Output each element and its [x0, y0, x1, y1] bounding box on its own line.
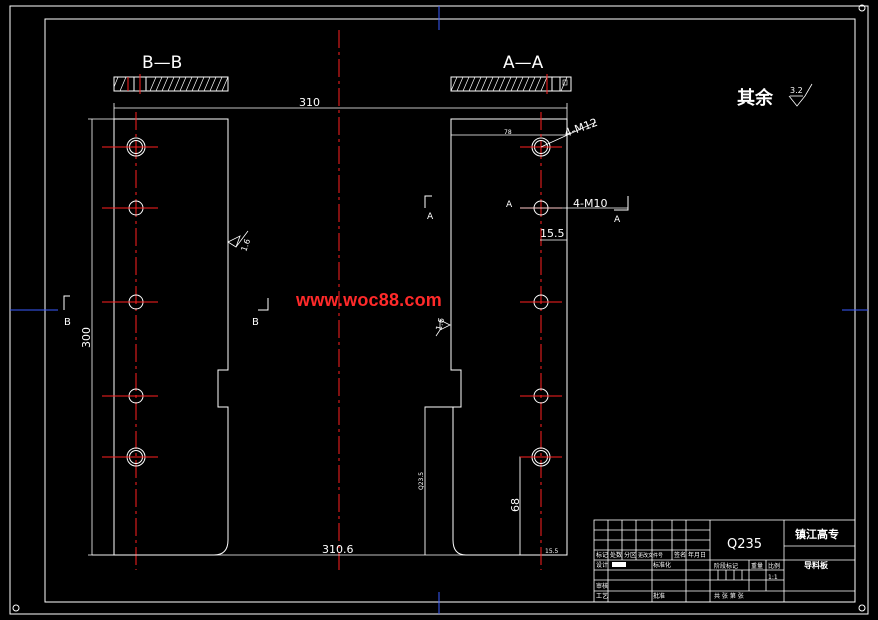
general-roughness-value: 3.2: [790, 86, 803, 95]
general-roughness-note: 其余 3.2: [737, 83, 813, 109]
dim-slot-height-label: 68: [509, 498, 522, 512]
b-marker-left: B: [63, 295, 71, 328]
title-row-4: 签名: [674, 551, 686, 559]
title-row-5: 年月日: [688, 551, 706, 559]
title-sheets: 共 张 第 张: [714, 592, 744, 600]
center-marks: [10, 6, 868, 614]
title-row-1: 处数: [610, 551, 622, 559]
dim-height: 300: [80, 118, 114, 556]
dim-bottom-width-label: 310.6: [322, 543, 354, 556]
title-design: 设计: [596, 561, 608, 569]
dim-top-width: 310: [113, 96, 568, 120]
corner-marks: [12, 4, 866, 612]
section-title-aa: A—A: [503, 53, 544, 73]
a-marker-inside-label: A: [506, 200, 513, 210]
title-row-2: 分区: [624, 551, 636, 559]
title-material: Q235: [727, 537, 762, 552]
dim-slot-height: 68 Q23.5: [418, 472, 522, 512]
title-weight: 重量: [751, 562, 763, 570]
callout-m10: 4-M10 15.5 15.5: [520, 197, 628, 555]
dim-offset-bottom-label: 15.5: [545, 548, 559, 555]
title-standardization: 标准化: [653, 561, 671, 569]
title-school: 镇江高专: [795, 527, 839, 541]
title-review: 审核: [596, 582, 608, 590]
title-scale-label: 比例: [768, 562, 780, 570]
roughness-symbol-left: 1.6: [227, 230, 252, 253]
dim-slot-small-label: Q23.5: [418, 472, 425, 490]
title-block: [593, 519, 856, 603]
dim-height-label: 300: [80, 327, 93, 348]
right-slot: [424, 406, 453, 555]
section-strip-aa: [450, 74, 572, 94]
watermark: www.woc88.com: [296, 290, 442, 310]
section-strip-bb: [113, 74, 229, 94]
b-marker-left-label: B: [64, 317, 71, 328]
callout-m10-label: 4-M10: [573, 197, 607, 210]
dim-top-width-label: 310: [299, 96, 320, 109]
left-part-outline: [113, 118, 229, 556]
title-part-name: 导料板: [804, 560, 829, 570]
callout-m12-label: 4-M12: [563, 116, 600, 140]
title-process: 工艺: [596, 592, 608, 600]
dim-bottom-width: 310.6: [92, 543, 567, 556]
roughness-right-value: 1.6: [434, 317, 446, 332]
title-row-0: 标记: [596, 551, 608, 559]
section-title-bb: B—B: [142, 53, 182, 73]
title-scale: 1:1: [768, 574, 778, 581]
a-marker-left: A A: [424, 195, 513, 222]
b-marker-right: B: [252, 298, 269, 328]
left-hole-centerlines: [102, 146, 158, 458]
callout-m12: 4-M12 78: [504, 116, 600, 148]
a-marker-left-label: A: [427, 212, 434, 222]
dim-offset-mid-label: 15.5: [540, 227, 565, 240]
title-row-3: 更改文件号: [638, 552, 663, 559]
right-part-outline: [450, 118, 568, 556]
general-roughness-label: 其余: [737, 87, 774, 109]
roughness-left-value: 1.6: [239, 238, 252, 253]
right-slot-2: [519, 456, 541, 555]
a-marker-right: A: [614, 196, 629, 225]
inner-frame: [44, 18, 856, 603]
dim-offset-small-label: 78: [504, 129, 512, 136]
title-design-mark: [612, 562, 626, 567]
a-marker-right-label: A: [614, 215, 621, 225]
b-marker-right-label: B: [252, 317, 259, 328]
title-approve: 批准: [653, 592, 665, 600]
roughness-symbol-right: 1.6: [434, 317, 451, 337]
title-stage-mark: 阶段标记: [714, 562, 738, 570]
